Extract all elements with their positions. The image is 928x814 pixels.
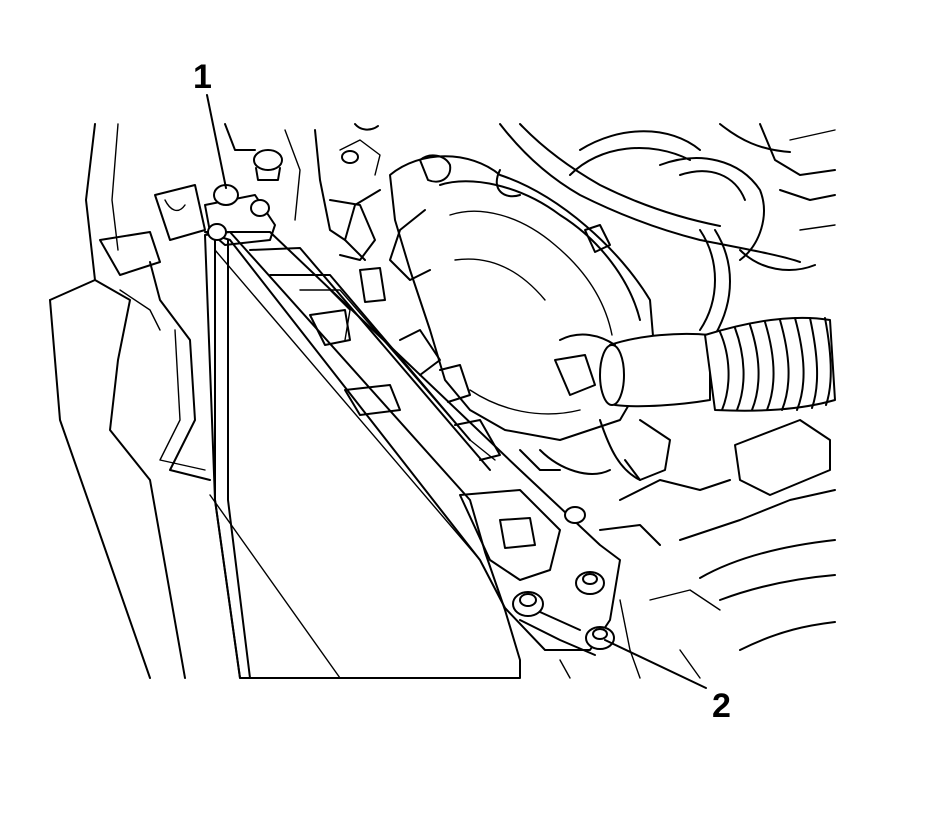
radiator xyxy=(204,231,521,679)
callout-2-label: 2 xyxy=(712,687,731,725)
hoses-and-wiring xyxy=(499,123,836,336)
callout-2-leader xyxy=(604,639,707,689)
air-intake-duct xyxy=(554,316,836,412)
radiator-mount-bolt-1 xyxy=(204,149,283,246)
callout-1-label: 1 xyxy=(193,58,212,96)
engine-left-details xyxy=(224,123,386,341)
radiator-upper-bracket xyxy=(204,231,621,656)
left-body-panel xyxy=(49,123,211,679)
engine-lower-right xyxy=(519,419,836,679)
callout-1-leader xyxy=(206,94,227,189)
intake-manifold xyxy=(344,154,656,441)
